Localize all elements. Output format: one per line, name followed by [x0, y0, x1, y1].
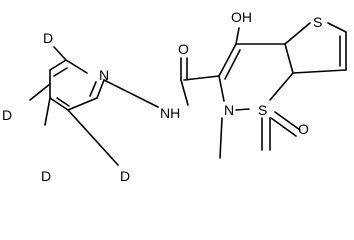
atom-labels: OH S O NH N N S O D D D D — [2, 9, 322, 184]
bond-pyr-5 — [67, 97, 98, 111]
bond-sth-c2 — [327, 22, 347, 33]
label-d-left: D — [2, 107, 12, 123]
bond-lines — [29, 22, 347, 166]
label-o-carbonyl: O — [178, 41, 189, 57]
bond-d-top — [53, 46, 67, 61]
bond-c7a-s1 — [269, 72, 294, 101]
bond-pyr-6b — [89, 81, 97, 97]
bond-c4a-c7a — [284, 43, 294, 74]
label-o-sulfonyl: O — [298, 121, 309, 137]
bond-d-br — [67, 109, 119, 166]
structure-diagram: OH S O NH N N S O D D D D — [2, 9, 347, 184]
bond-c2-nh — [103, 79, 159, 108]
bond-c-c3 — [183, 75, 220, 81]
bond-d-bl — [44, 97, 51, 126]
bond-n-me — [219, 117, 223, 159]
bond-pyr-2b — [53, 67, 68, 77]
molecule-drawing: OH S O NH N N S O D D D D — [2, 9, 347, 184]
bond-n-c3 — [218, 75, 225, 102]
bond-so2-2 — [270, 117, 297, 137]
bond-c3th-c7a — [292, 69, 347, 74]
bond-pyr-2 — [49, 59, 67, 71]
label-d-bottom-left: D — [41, 168, 51, 184]
bond-pyr-1 — [65, 59, 88, 74]
label-s-ring: S — [313, 14, 322, 30]
label-s-sulfonyl: S — [258, 102, 267, 118]
bond-nh-c — [180, 79, 189, 106]
bond-so2-1 — [274, 111, 301, 131]
label-nh: NH — [160, 105, 180, 121]
bond-d-left — [29, 83, 51, 101]
bond-c3-c4b — [224, 49, 241, 80]
bond-c4a-sth — [284, 22, 311, 45]
bond-s1-n — [235, 108, 250, 111]
label-d-bottom-right: D — [120, 168, 130, 184]
bond-pyr-6 — [96, 79, 105, 99]
bond-c3-c4 — [218, 43, 237, 77]
bond-pyr-4b — [56, 97, 70, 107]
label-n-ring: N — [224, 102, 234, 118]
label-d-top: D — [43, 30, 53, 46]
bond-c4-oh — [235, 27, 240, 45]
label-n-pyridine: N — [99, 67, 109, 83]
label-oh: OH — [231, 9, 252, 25]
bond-pyr-4 — [49, 97, 69, 111]
